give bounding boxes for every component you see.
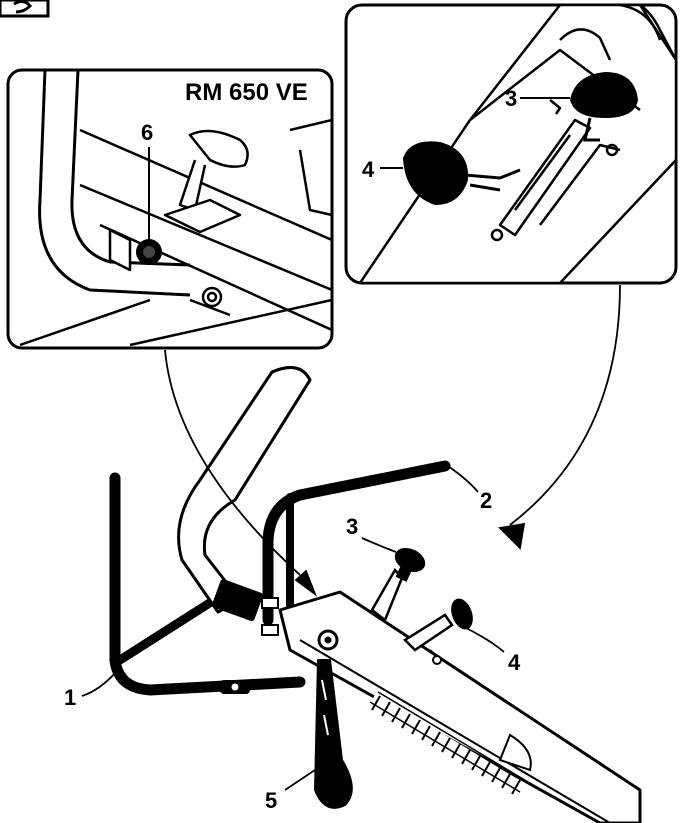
handle-left-bar bbox=[109, 472, 306, 696]
callout-4-inset: 4 bbox=[362, 157, 375, 182]
callout-6: 6 bbox=[141, 120, 153, 145]
main-housing-beam bbox=[278, 590, 642, 823]
arrow-right-inset bbox=[509, 284, 621, 526]
main-callouts: 1 2 3 4 5 bbox=[64, 465, 521, 813]
main-handlebar-illustration bbox=[109, 366, 642, 823]
callout-1: 1 bbox=[64, 685, 76, 710]
control-lever-4 bbox=[403, 598, 473, 665]
tension-spring bbox=[367, 691, 529, 797]
callout-3-inset: 3 bbox=[505, 86, 517, 111]
handle-right-bar bbox=[262, 460, 451, 626]
arrow-left-inset bbox=[164, 349, 301, 576]
model-label: RM 650 VE bbox=[185, 79, 308, 106]
stop-button-6 bbox=[136, 239, 162, 265]
engagement-lever bbox=[314, 659, 353, 809]
callout-3: 3 bbox=[346, 514, 358, 539]
callout-5: 5 bbox=[265, 788, 277, 813]
inset-panel-left: RM 650 VE 6 bbox=[6, 68, 334, 350]
choke-knob-4 bbox=[403, 141, 521, 205]
control-lever-3 bbox=[370, 547, 426, 622]
figure-number-box bbox=[0, 0, 50, 18]
callout-4: 4 bbox=[508, 650, 521, 675]
inset-panel-right: 3 4 bbox=[344, 3, 678, 285]
reference-arrows bbox=[164, 284, 621, 597]
throttle-knob-3 bbox=[570, 72, 638, 142]
callout-2: 2 bbox=[480, 488, 492, 513]
bar-clamp bbox=[220, 680, 250, 694]
